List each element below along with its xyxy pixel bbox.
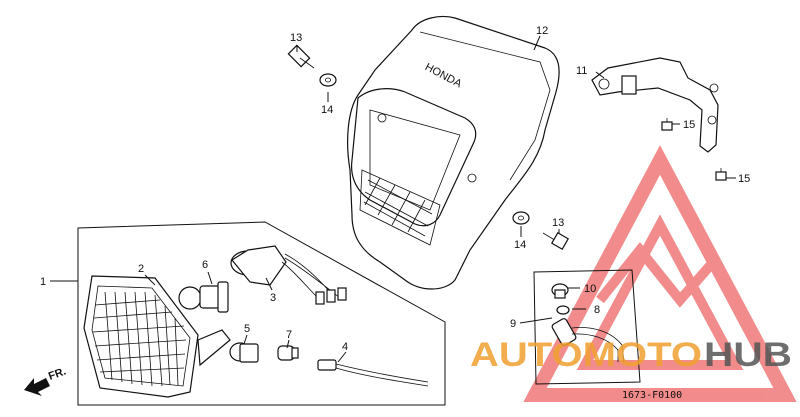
watermark-text: AUTOMOTO HUB bbox=[470, 336, 792, 374]
washer-14-top bbox=[319, 73, 337, 87]
headlight-bracket bbox=[591, 57, 719, 153]
watermark-text-hub: HUB bbox=[704, 336, 792, 374]
callout-1: 1 bbox=[40, 276, 46, 288]
headlight-lens bbox=[83, 275, 231, 398]
position-bulb bbox=[277, 345, 299, 361]
washer-14-mid bbox=[512, 211, 530, 225]
bolt-15-b bbox=[715, 168, 727, 181]
callout-4: 4 bbox=[342, 341, 348, 353]
callout-labels: 1 2 3 4 5 6 7 8 9 10 11 12 13 13 14 14 1… bbox=[40, 25, 750, 353]
callout-6: 6 bbox=[202, 259, 208, 271]
headlight-socket bbox=[230, 245, 347, 305]
callout-14-mid: 14 bbox=[514, 239, 526, 251]
front-arrow-label: FR. bbox=[47, 365, 68, 382]
leader-lines bbox=[50, 35, 736, 363]
watermark-logo-icon bbox=[523, 145, 797, 402]
bolt-13-mid bbox=[542, 231, 570, 251]
callout-3: 3 bbox=[270, 292, 276, 304]
bolt-15-a bbox=[661, 118, 673, 131]
callout-15-a: 15 bbox=[683, 119, 695, 131]
callout-10: 10 bbox=[584, 283, 596, 295]
meter-socket-parts bbox=[551, 283, 625, 363]
callout-13-top: 13 bbox=[290, 32, 302, 44]
front-direction-arrow: FR. bbox=[24, 365, 68, 396]
drawing-code: 1673-F0100 bbox=[622, 390, 682, 401]
headlight-group-outline bbox=[77, 221, 446, 406]
headlight-bulb bbox=[178, 281, 229, 313]
callout-15-b: 15 bbox=[738, 173, 750, 185]
wire-harness bbox=[317, 359, 429, 387]
callout-14-top: 14 bbox=[321, 104, 333, 116]
callout-9: 9 bbox=[510, 318, 516, 330]
watermark-text-main: AUTOMOTO bbox=[470, 336, 702, 374]
bolt-13-top bbox=[287, 44, 315, 69]
callout-7: 7 bbox=[286, 329, 292, 341]
callout-2: 2 bbox=[138, 263, 144, 275]
callout-5: 5 bbox=[244, 323, 250, 335]
headlight-cowl: HONDA bbox=[347, 15, 560, 290]
callout-13-mid: 13 bbox=[552, 217, 564, 229]
meter-socket-group-outline bbox=[533, 269, 641, 385]
callout-11: 11 bbox=[576, 65, 587, 77]
callout-8: 8 bbox=[594, 304, 600, 316]
position-light-socket bbox=[229, 342, 259, 363]
callout-12: 12 bbox=[536, 25, 548, 37]
